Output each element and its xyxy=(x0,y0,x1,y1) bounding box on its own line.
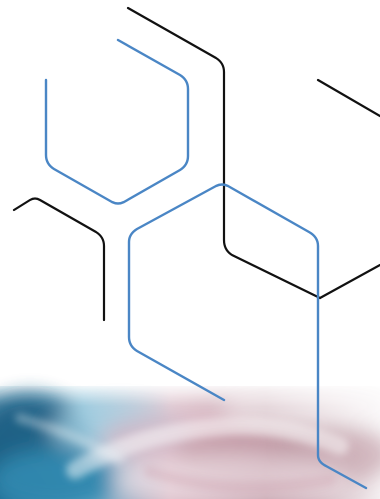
blurred-photo-band xyxy=(0,383,380,499)
blue-line-art xyxy=(44,38,368,490)
black-line-art xyxy=(12,6,380,322)
